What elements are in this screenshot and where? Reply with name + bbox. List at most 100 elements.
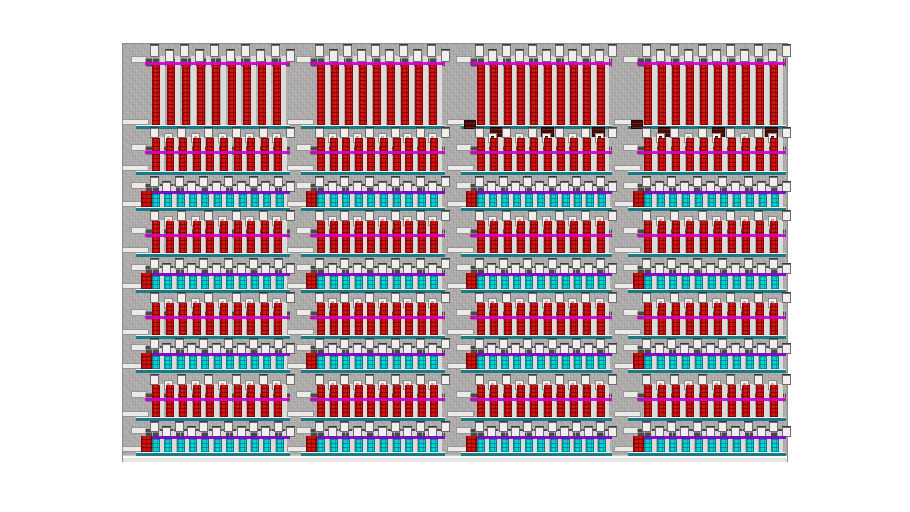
- pallet-stack-red: [430, 303, 439, 335]
- rack-cap: [199, 422, 209, 432]
- back-slat: [323, 348, 329, 369]
- back-slat: [257, 431, 263, 452]
- rack-cap: [315, 339, 324, 349]
- rack-cap: [523, 177, 533, 187]
- back-slat: [361, 268, 367, 289]
- back-slat: [159, 137, 165, 171]
- rack-cap: [718, 339, 728, 349]
- back-slat: [483, 348, 489, 369]
- pallet-stack-red: [179, 138, 188, 171]
- pallet-stack-tall-red: [503, 65, 512, 125]
- stripe-magenta: [145, 234, 290, 237]
- back-slat: [707, 137, 713, 171]
- pallet-stack-cyan: [656, 355, 665, 369]
- back-slat: [183, 268, 189, 289]
- back-slat: [324, 56, 330, 125]
- rack-cap: [258, 128, 268, 138]
- rack-cap: [581, 211, 591, 221]
- rack-cap: [726, 293, 735, 303]
- rack-cap: [273, 422, 283, 432]
- pallet-stack-cyan: [549, 275, 558, 289]
- back-slat: [701, 186, 707, 207]
- pallet-stack-cyan: [561, 438, 570, 452]
- back-slat: [663, 348, 669, 369]
- pallet-stack-red: [206, 138, 215, 171]
- back-slat: [532, 268, 537, 289]
- stripe-magenta: [637, 151, 786, 154]
- back-slat: [386, 137, 392, 171]
- pallet-stack-red: [405, 385, 414, 417]
- rail-support-left: [447, 329, 474, 335]
- pallet-stack-cyan: [367, 355, 376, 369]
- pallet-stack-red: [686, 303, 694, 335]
- rack-cap: [743, 177, 753, 187]
- pallet-stack-red: [417, 221, 426, 253]
- pallet-stack-cyan: [549, 193, 558, 207]
- back-slat: [394, 56, 400, 125]
- back-slat: [532, 348, 537, 369]
- pallet-stack-red: [583, 385, 592, 417]
- pallet-stack-cyan: [201, 438, 210, 452]
- pallet-stack-red: [596, 385, 605, 417]
- back-slat: [580, 431, 586, 452]
- pallet-stack-tall-red: [556, 65, 565, 125]
- pallet-stack-red: [570, 221, 579, 253]
- rack-cap: [365, 128, 375, 138]
- rack-cap: [475, 259, 484, 269]
- back-slat: [424, 431, 430, 452]
- rack-cap: [782, 211, 791, 221]
- rack-cap: [608, 375, 617, 385]
- back-slat: [483, 431, 489, 452]
- pallet-stack-red: [354, 303, 363, 335]
- pallet-stack-red: [644, 138, 652, 171]
- floor-edge-strip: [123, 455, 787, 462]
- rack-cap: [315, 422, 324, 432]
- pallet-stack-red: [672, 221, 680, 253]
- pallet-stack-cyan: [250, 438, 259, 452]
- pallet-stack-red: [165, 385, 174, 417]
- pallet-stack-cyan: [707, 438, 716, 452]
- rack-cap: [248, 339, 258, 349]
- pallet-stack-red: [206, 385, 215, 417]
- pallet-stack-red: [570, 138, 579, 171]
- rack-cap: [475, 45, 484, 57]
- rack-cap: [365, 259, 375, 269]
- back-slat: [336, 431, 342, 452]
- pallet-stack-red: [367, 385, 376, 417]
- pallet-stack-cyan: [707, 193, 716, 207]
- pallet-stack-red: [329, 385, 338, 417]
- starter-pallet-red: [633, 353, 644, 369]
- back-slat: [232, 431, 238, 452]
- back-slat: [568, 431, 574, 452]
- back-slat: [537, 137, 543, 171]
- back-slat: [714, 431, 720, 452]
- pallet-stack-tall-red: [415, 65, 423, 125]
- pallet-stack-red: [700, 303, 708, 335]
- pallet-stack-cyan: [597, 355, 606, 369]
- rack-cap: [782, 344, 791, 354]
- pallet-stack-red: [530, 138, 539, 171]
- pallet-stack-red: [220, 385, 228, 417]
- back-slat: [323, 268, 329, 289]
- rack-cap: [581, 128, 591, 138]
- back-slat: [765, 431, 771, 452]
- pallet-stack-cyan: [152, 438, 160, 452]
- rack-cap: [441, 293, 450, 303]
- rack-cap: [642, 128, 651, 138]
- stripe-purple: [310, 273, 445, 276]
- rack-cap: [698, 128, 707, 138]
- back-slat: [171, 268, 177, 289]
- pallet-stack-cyan: [525, 438, 534, 452]
- pallet-stack-red: [742, 138, 750, 171]
- pallet-stack-red: [700, 385, 708, 417]
- back-slat: [544, 348, 550, 369]
- rack-cap: [204, 375, 214, 385]
- pallet-stack-cyan: [549, 438, 558, 452]
- rack-cap: [150, 45, 159, 57]
- rack-cap: [390, 293, 400, 303]
- back-slat: [495, 348, 501, 369]
- pallet-stack-cyan: [694, 193, 703, 207]
- pallet-stack-cyan: [176, 275, 185, 289]
- rack-cap: [581, 45, 591, 57]
- back-slat: [257, 186, 263, 207]
